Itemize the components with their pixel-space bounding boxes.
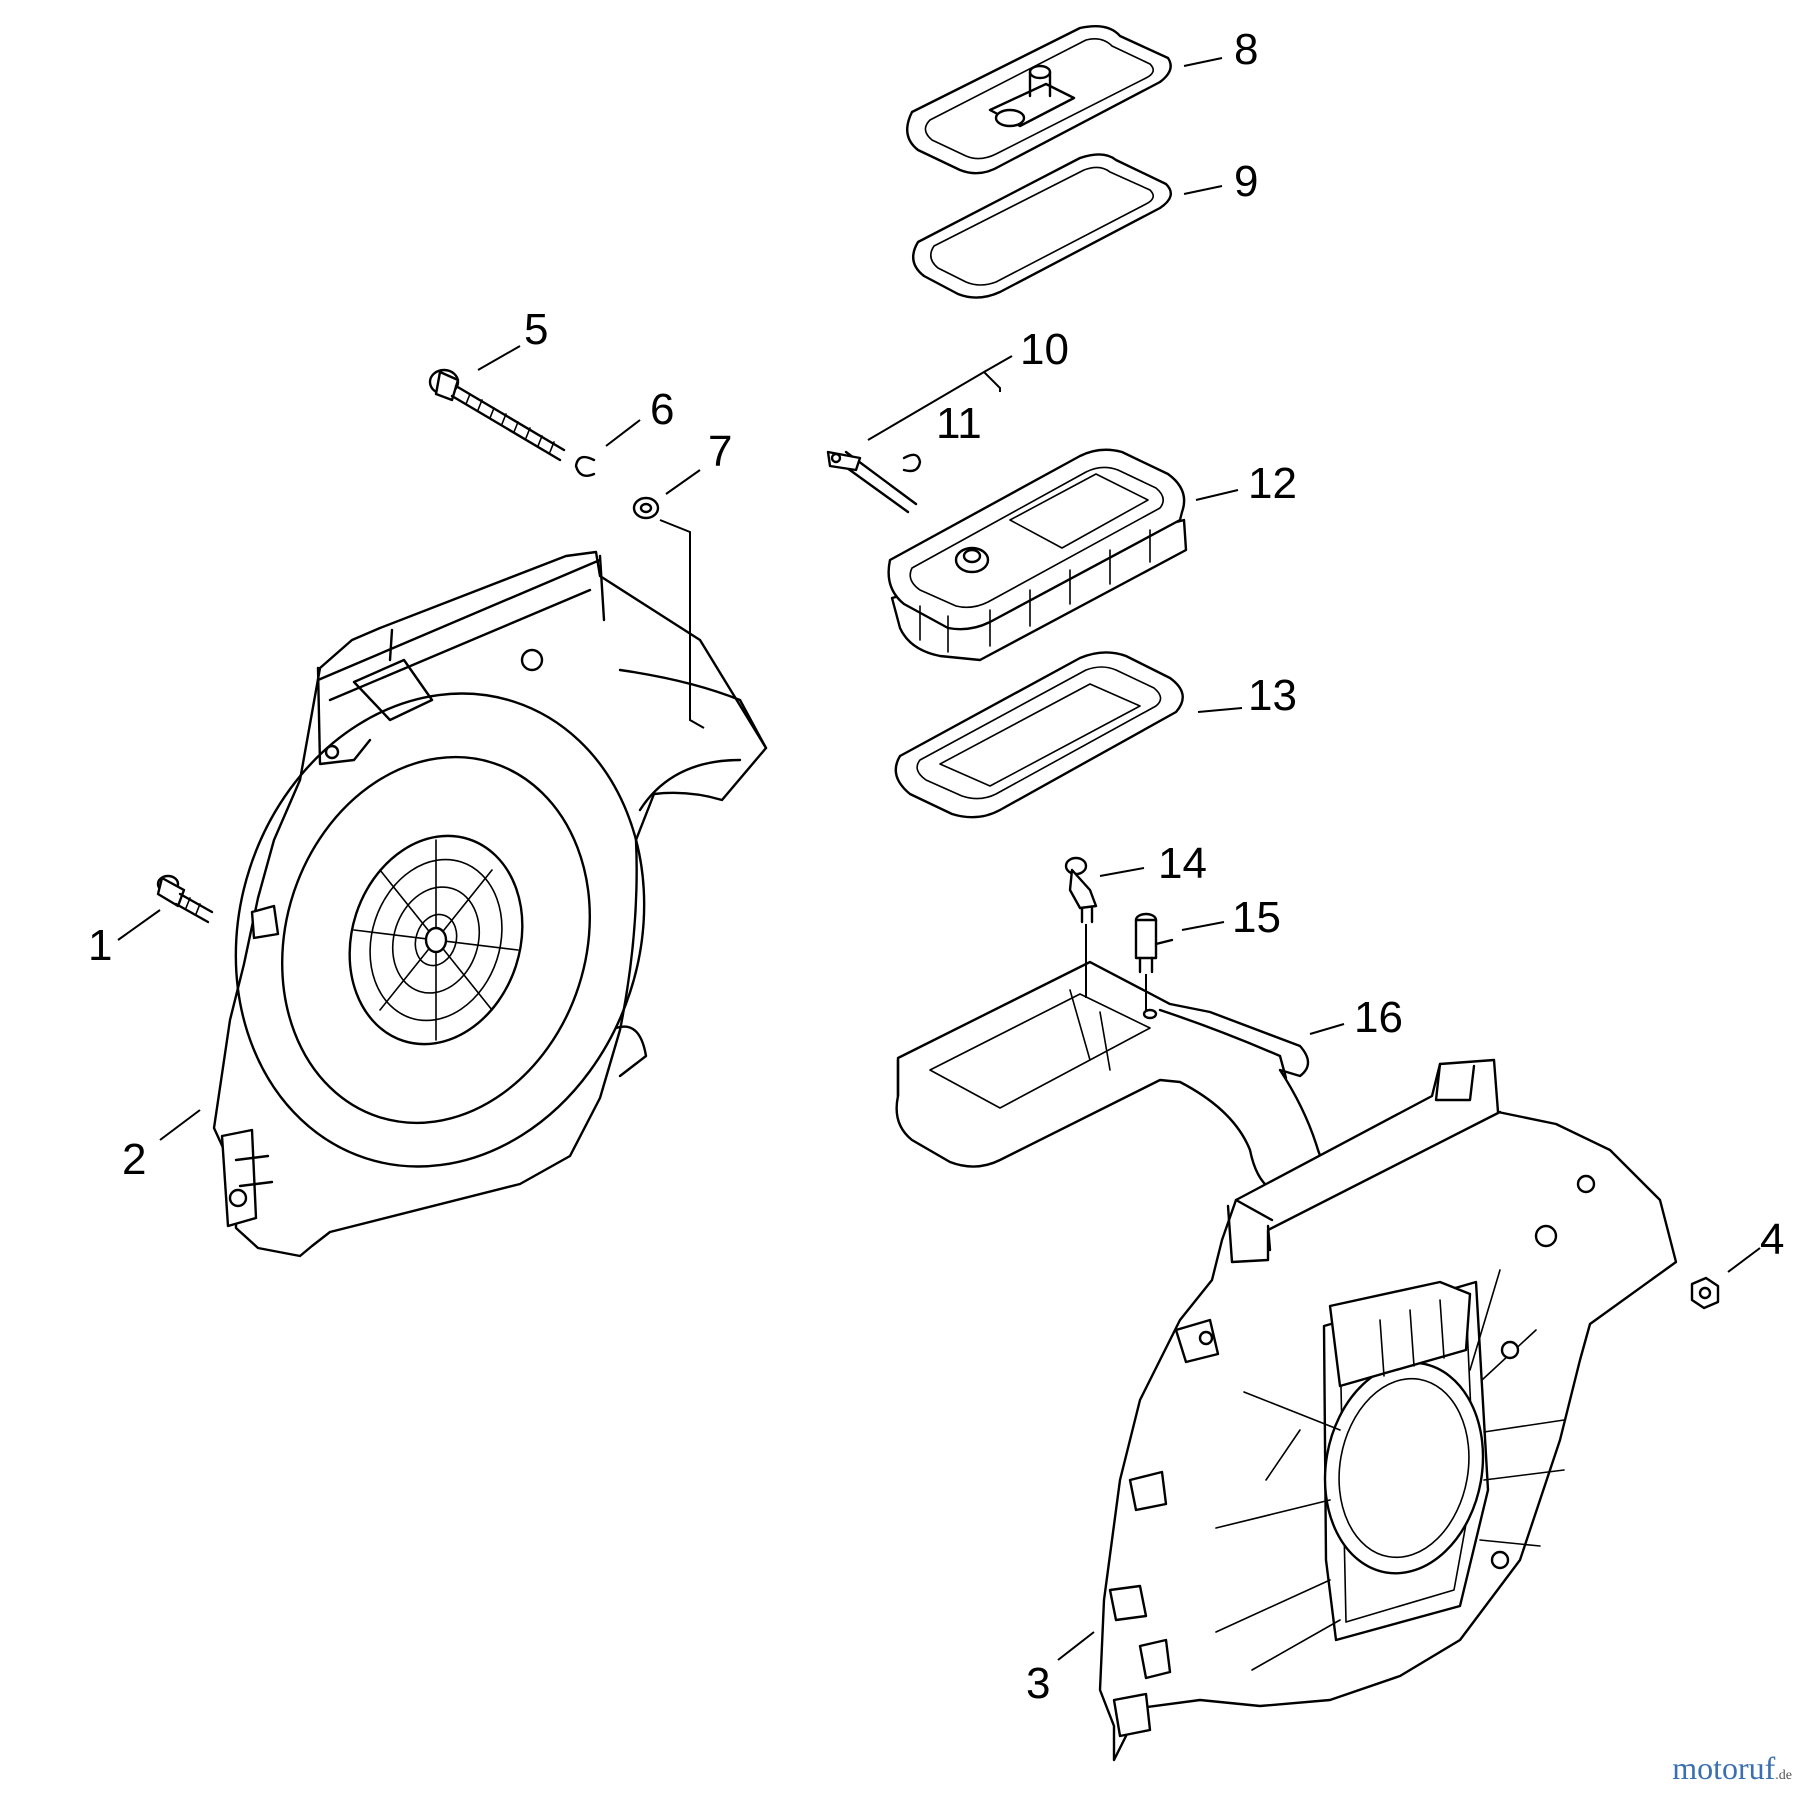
callout-2: 2 [122, 1135, 146, 1184]
leader-10 [867, 370, 1001, 441]
part-5-bolt [428, 368, 566, 462]
part-2-fan-housing [212, 550, 768, 1258]
callout-11: 11 [936, 399, 982, 448]
leader-15 [1181, 921, 1225, 931]
part-3-engine-housing [1098, 1058, 1678, 1762]
part-14-elbow-fitting [1064, 856, 1098, 924]
leader-10-tip [983, 355, 1013, 373]
callout-4: 4 [1760, 1215, 1784, 1264]
leader-5 [477, 345, 521, 371]
leader-12 [1195, 489, 1239, 501]
callout-7: 7 [708, 427, 732, 476]
callout-16: 16 [1354, 993, 1403, 1042]
leader-1 [117, 909, 161, 941]
leader-7 [665, 469, 701, 495]
leader-9 [1183, 185, 1223, 195]
part-7-washer [632, 496, 660, 520]
callout-9: 9 [1234, 157, 1258, 206]
part-12-filter-housing [887, 448, 1188, 662]
part-9-gasket [912, 153, 1172, 299]
leader-lines [117, 57, 1761, 1661]
part-8-cover [906, 25, 1172, 175]
leader-8 [1183, 57, 1223, 67]
callout-8: 8 [1234, 25, 1258, 74]
leader-16 [1309, 1023, 1345, 1035]
watermark-brand: motoruf [1672, 1750, 1776, 1786]
part-15-nipple-fitting [1134, 912, 1174, 974]
callout-14: 14 [1158, 839, 1207, 888]
callout-12: 12 [1248, 459, 1297, 508]
fitting-connector-lines [1085, 924, 1147, 1010]
part-6-spring-washer [574, 455, 596, 477]
part-1-screw [156, 874, 214, 924]
leader-6 [605, 419, 641, 447]
part-4-nut [1690, 1276, 1720, 1310]
leader-7-bracket [659, 519, 705, 729]
watermark-logo: motoruf.de [1672, 1750, 1792, 1787]
callout-3: 3 [1026, 1659, 1050, 1708]
leader-13 [1197, 707, 1243, 713]
callout-13: 13 [1248, 671, 1297, 720]
leader-2 [159, 1109, 201, 1141]
part-13-filter-gasket [894, 651, 1184, 819]
part-16-intake-duct [895, 960, 1323, 1192]
part-10-pin [826, 450, 918, 514]
leader-14 [1099, 867, 1145, 877]
callout-10: 10 [1020, 325, 1069, 374]
callout-1: 1 [88, 921, 112, 970]
callout-15: 15 [1232, 893, 1281, 942]
callout-numbers: 1 2 3 4 5 6 7 8 9 10 11 12 13 14 15 16 [88, 25, 1784, 1708]
leader-3 [1057, 1631, 1095, 1661]
part-11-clip [902, 453, 922, 473]
callout-6: 6 [650, 385, 674, 434]
leader-4 [1727, 1247, 1761, 1273]
callout-5: 5 [524, 305, 548, 354]
watermark-domain: .de [1775, 1768, 1792, 1783]
